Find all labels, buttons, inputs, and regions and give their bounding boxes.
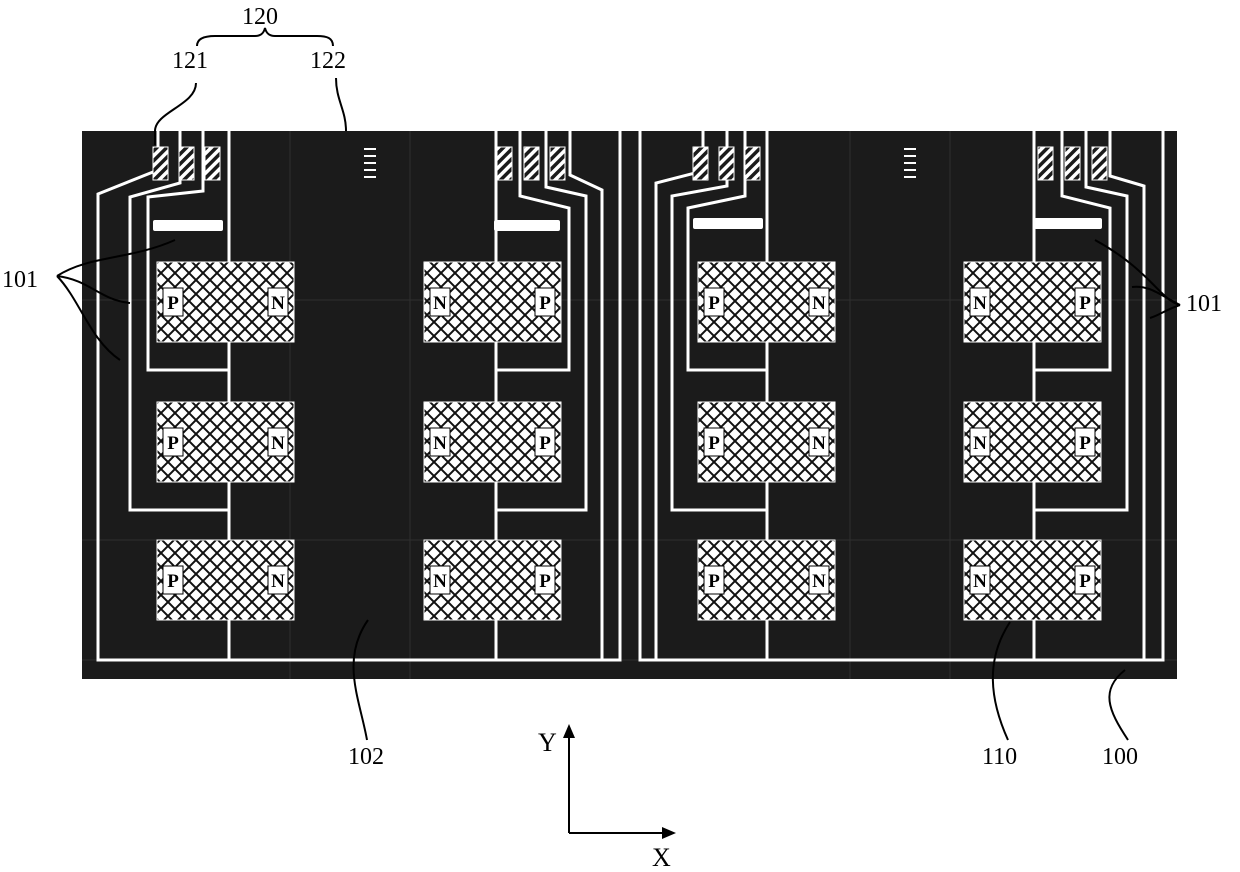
chip: PN (698, 402, 835, 482)
electrode-label: P (167, 293, 179, 314)
electrode-label: P (708, 571, 720, 592)
chip: NP (424, 262, 561, 342)
electrode-label: P (167, 571, 179, 592)
electrode-label: P (167, 433, 179, 454)
electrode-label: N (271, 433, 285, 454)
electrode-label: P (539, 433, 551, 454)
chip: NP (964, 402, 1101, 482)
axis-indicator (563, 724, 676, 839)
electrode-label: N (271, 293, 285, 314)
axis-x-label: X (652, 843, 671, 872)
chip: NP (964, 540, 1101, 620)
chip: PN (698, 540, 835, 620)
chip: PN (157, 262, 294, 342)
label-122: 122 (310, 48, 346, 74)
chip: PN (157, 540, 294, 620)
chip: NP (964, 262, 1101, 342)
label-102: 102 (348, 744, 384, 770)
electrode-label: P (708, 293, 720, 314)
chip: PN (157, 402, 294, 482)
electrode-label: N (433, 571, 447, 592)
label-100: 100 (1102, 744, 1138, 770)
electrode-label: N (812, 571, 826, 592)
electrode-label: N (973, 433, 987, 454)
electrode-label: P (1079, 571, 1091, 592)
electrode-label: N (812, 293, 826, 314)
electrode-label: N (433, 293, 447, 314)
label-121: 121 (172, 48, 208, 74)
label-101-left: 101 (2, 267, 38, 293)
chip: PN (698, 262, 835, 342)
electrode-label: P (1079, 293, 1091, 314)
electrode-label: P (539, 293, 551, 314)
group-brace (197, 28, 333, 46)
axis-y-label: Y (538, 728, 557, 757)
label-120: 120 (242, 4, 278, 30)
label-101-right: 101 (1186, 291, 1222, 317)
electrode-label: P (1079, 433, 1091, 454)
label-110: 110 (982, 744, 1017, 770)
electrode-label: N (433, 433, 447, 454)
electrode-label: N (271, 571, 285, 592)
electrode-label: N (973, 293, 987, 314)
electrode-label: P (539, 571, 551, 592)
chip: NP (424, 540, 561, 620)
chip: NP (424, 402, 561, 482)
electrode-label: N (812, 433, 826, 454)
electrode-label: P (708, 433, 720, 454)
electrode-label: N (973, 571, 987, 592)
